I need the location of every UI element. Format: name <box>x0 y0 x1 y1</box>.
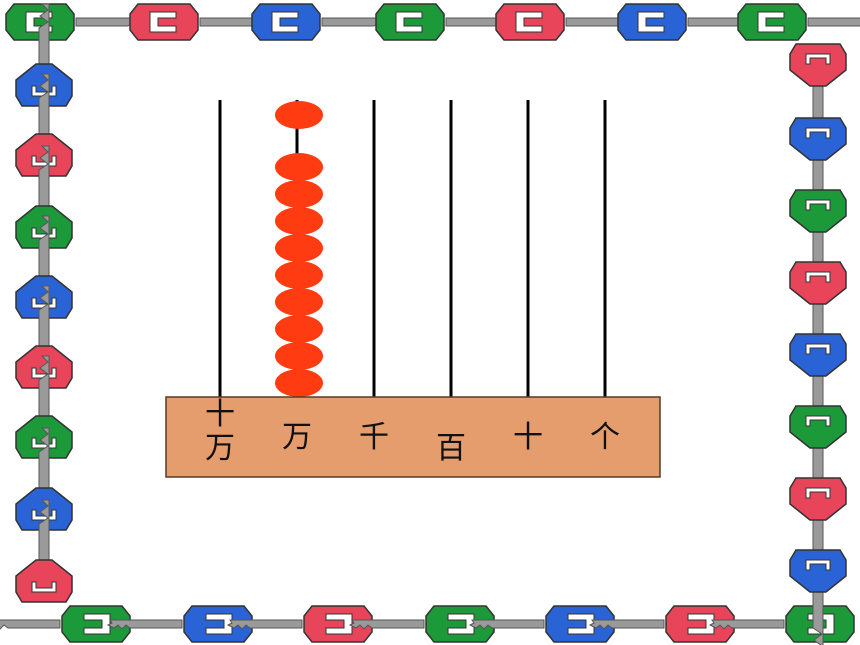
key-icon <box>227 605 373 643</box>
place-value-labels: 十万 万 千 百 十 个 <box>205 397 620 466</box>
abacus-bead <box>275 288 323 316</box>
place-label: 个 <box>590 420 620 455</box>
place-label: 万 <box>282 420 312 455</box>
key-border <box>0 3 860 645</box>
abacus-bead <box>275 369 323 397</box>
abacus-bead <box>275 342 323 370</box>
place-label: 千 <box>359 420 389 455</box>
abacus-bead <box>275 261 323 289</box>
key-icon <box>709 605 855 643</box>
place-label: 十 <box>513 420 543 455</box>
key-icon <box>5 3 151 41</box>
abacus-bead <box>275 153 323 181</box>
abacus-beads <box>275 101 323 397</box>
key-icon <box>737 3 860 41</box>
place-label: 百 <box>436 431 466 466</box>
abacus-bead <box>275 101 323 129</box>
abacus-bead <box>275 207 323 235</box>
abacus: 十万 万 千 百 十 个 <box>165 100 661 478</box>
abacus-bead <box>275 315 323 343</box>
abacus-bead <box>275 180 323 208</box>
place-label: 十万 <box>205 397 235 466</box>
abacus-base <box>165 396 661 478</box>
key-icon <box>251 3 397 41</box>
abacus-rods <box>218 100 607 397</box>
abacus-bead <box>275 234 323 262</box>
